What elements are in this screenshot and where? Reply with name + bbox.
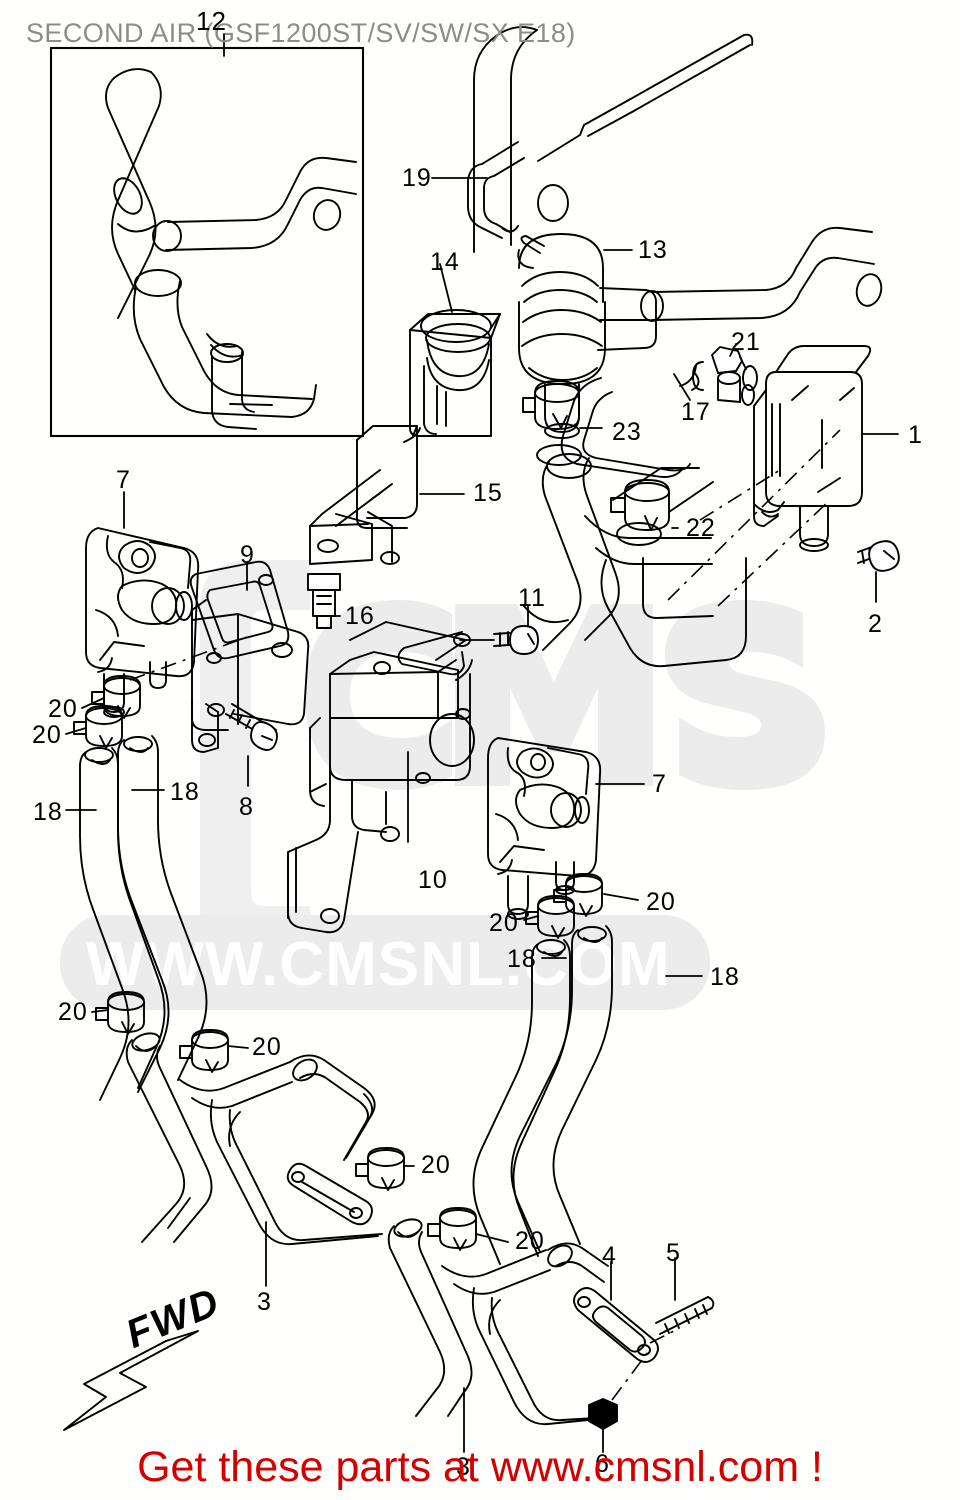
second-air-pipe-right-group — [387, 1218, 609, 1426]
air-hose-upper-right-group — [640, 226, 883, 322]
callout-20-c: 20 — [646, 888, 676, 916]
callout-3-right: 3 — [456, 1453, 471, 1481]
callout-16: 16 — [345, 602, 375, 630]
bolt-11-group — [459, 625, 539, 655]
callout-8: 8 — [239, 793, 254, 821]
callout-7-right: 7 — [652, 770, 667, 798]
callout-15: 15 — [473, 479, 503, 507]
callout-9: 9 — [240, 541, 255, 569]
callout-20-e: 20 — [58, 998, 88, 1026]
callout-20-b: 20 — [32, 721, 62, 749]
pipe-gasket-group — [573, 1287, 659, 1363]
hose-clamp-20-lower-right — [427, 1207, 477, 1251]
valve-cushion-group — [409, 309, 501, 437]
callout-23: 23 — [612, 418, 642, 446]
reed-valve-stay-left-group — [191, 599, 310, 753]
callout-5: 5 — [666, 1239, 681, 1267]
callout-18-c: 18 — [710, 963, 740, 991]
air-hose-no1-left-group — [79, 735, 208, 1101]
air-hose-no1-right-group — [472, 925, 613, 1265]
callout-18-d: 18 — [507, 945, 537, 973]
screw-8-group — [225, 703, 278, 751]
callout-18-b: 18 — [33, 798, 63, 826]
nut-6-group — [588, 1351, 649, 1430]
second-air-pipe-left-group — [125, 1032, 383, 1246]
hose-clamp-23-group — [522, 380, 582, 466]
hose-detail-inset-group — [49, 46, 365, 438]
hose-clamp-20-lower-left — [95, 991, 229, 1073]
hose-clamp-20-upper-left — [73, 675, 141, 749]
cmsnl-footer-text: Get these parts at www.cmsnl.com ! — [137, 1443, 823, 1491]
callout-17: 17 — [681, 398, 711, 426]
air-cleaner-case-group — [667, 345, 900, 607]
hose-clamp-21-group — [692, 346, 758, 406]
callout-20-a: 20 — [48, 695, 78, 723]
callout-10: 10 — [418, 866, 448, 894]
callout-6: 6 — [595, 1450, 610, 1478]
air-hose-lower-right-group — [523, 453, 747, 668]
second-air-control-valve-group — [518, 233, 657, 439]
callout-1: 1 — [908, 421, 923, 449]
reed-valve-left-group — [85, 527, 251, 718]
callout-11: 11 — [518, 584, 546, 612]
bolt-16-group — [307, 573, 341, 629]
hose-clamp-22-group — [610, 467, 714, 531]
reed-valve-gasket-group — [189, 560, 290, 664]
callout-3-left: 3 — [257, 1288, 272, 1316]
callout-20-d: 20 — [489, 909, 519, 937]
callout-12: 12 — [196, 6, 227, 36]
callout-14: 14 — [430, 248, 460, 276]
callout-20-f: 20 — [252, 1033, 282, 1061]
callout-18-a: 18 — [170, 778, 200, 806]
stud-bolt-group — [649, 1296, 715, 1344]
callout-20-h: 20 — [515, 1227, 545, 1255]
hose-clamp-20-mid-right — [525, 873, 603, 939]
callout-21: 21 — [731, 328, 761, 356]
callout-4: 4 — [602, 1242, 617, 1270]
page-title: SECOND AIR (GSF1200ST/SV/SW/SX E18) — [26, 18, 576, 48]
inset-border — [49, 46, 365, 438]
callout-7-left: 7 — [116, 466, 131, 494]
callout-19: 19 — [402, 164, 432, 192]
valve-stay-bracket-group — [287, 621, 475, 934]
valve-bracket-group — [309, 425, 421, 565]
callout-leader-lines — [65, 33, 899, 1453]
air-hose-no2-group — [467, 26, 754, 269]
hose-clamp-20-center — [355, 1147, 405, 1191]
callout-20-g: 20 — [421, 1151, 451, 1179]
callout-22: 22 — [686, 514, 716, 542]
callout-2: 2 — [868, 610, 883, 638]
fwd-arrow — [63, 1330, 199, 1431]
pipe-flange-left-group — [286, 1162, 373, 1226]
callout-13: 13 — [638, 236, 668, 264]
